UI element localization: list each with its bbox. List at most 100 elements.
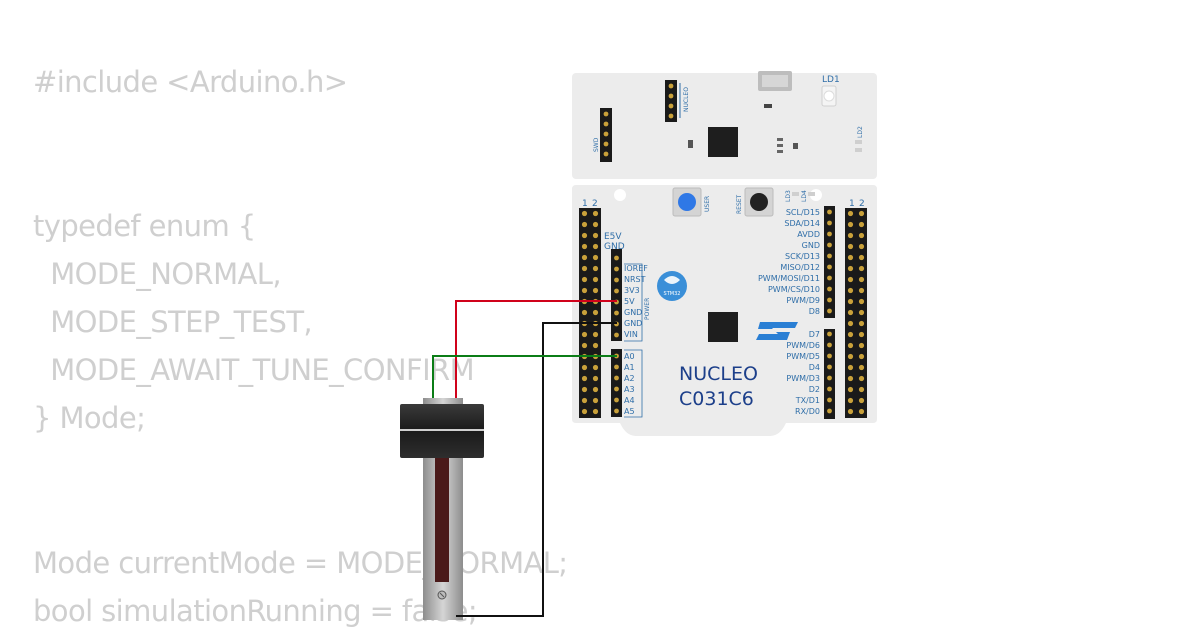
header-pin[interactable] xyxy=(592,364,599,371)
header-pin[interactable] xyxy=(847,232,854,239)
header-pin[interactable] xyxy=(847,375,854,382)
header-pin[interactable] xyxy=(827,264,832,270)
header-pin[interactable] xyxy=(614,288,619,294)
header-pin[interactable] xyxy=(827,242,832,248)
header-pin[interactable] xyxy=(858,331,865,338)
header-pin[interactable] xyxy=(858,364,865,371)
header-pin[interactable] xyxy=(858,210,865,217)
header-pin[interactable] xyxy=(858,243,865,250)
header-pin[interactable] xyxy=(592,221,599,228)
header-pin[interactable] xyxy=(581,364,588,371)
header-pin[interactable] xyxy=(827,253,832,259)
header-pin[interactable] xyxy=(827,308,832,314)
header-pin[interactable] xyxy=(858,375,865,382)
header-pin[interactable] xyxy=(847,386,854,393)
header-pin[interactable] xyxy=(614,277,619,283)
digital-header-bottom[interactable] xyxy=(824,329,835,419)
header-pin[interactable] xyxy=(847,287,854,294)
analog-header[interactable] xyxy=(611,349,622,417)
header-pin[interactable] xyxy=(858,320,865,327)
header-pin[interactable] xyxy=(858,221,865,228)
header-pin[interactable] xyxy=(614,375,619,381)
power-header[interactable] xyxy=(611,249,622,341)
header-pin[interactable] xyxy=(592,408,599,415)
header-pin[interactable] xyxy=(581,342,588,349)
header-pin[interactable] xyxy=(581,243,588,250)
header-pin[interactable] xyxy=(858,309,865,316)
wires[interactable] xyxy=(432,300,617,617)
header-pin[interactable] xyxy=(592,375,599,382)
header-pin[interactable] xyxy=(858,342,865,349)
header-pin[interactable] xyxy=(614,397,619,403)
header-pin[interactable] xyxy=(858,287,865,294)
header-pin[interactable] xyxy=(827,397,832,403)
slide-potentiometer[interactable] xyxy=(400,398,484,620)
header-pin[interactable] xyxy=(614,386,619,392)
header-pin[interactable] xyxy=(827,209,832,215)
header-pin[interactable] xyxy=(581,221,588,228)
header-pin[interactable] xyxy=(581,232,588,239)
header-pin[interactable] xyxy=(614,408,619,414)
header-pin[interactable] xyxy=(592,397,599,404)
header-pin[interactable] xyxy=(827,231,832,237)
header-pin[interactable] xyxy=(858,276,865,283)
wire-a0[interactable] xyxy=(432,355,617,398)
header-pin[interactable] xyxy=(581,210,588,217)
header-pin[interactable] xyxy=(827,275,832,281)
header-pin[interactable] xyxy=(614,310,619,316)
header-pin[interactable] xyxy=(827,342,832,348)
header-pin[interactable] xyxy=(581,397,588,404)
header-pin[interactable] xyxy=(827,364,832,370)
header-pin[interactable] xyxy=(827,408,832,414)
header-pin[interactable] xyxy=(847,342,854,349)
morpho-header-right[interactable] xyxy=(845,208,867,418)
header-pin[interactable] xyxy=(581,309,588,316)
header-pin[interactable] xyxy=(827,331,832,337)
header-pin[interactable] xyxy=(847,210,854,217)
header-pin[interactable] xyxy=(581,408,588,415)
header-pin[interactable] xyxy=(592,276,599,283)
header-pin[interactable] xyxy=(827,286,832,292)
header-pin[interactable] xyxy=(581,265,588,272)
header-pin[interactable] xyxy=(592,342,599,349)
header-pin[interactable] xyxy=(592,210,599,217)
header-pin[interactable] xyxy=(858,254,865,261)
header-pin[interactable] xyxy=(858,265,865,272)
header-pin[interactable] xyxy=(827,220,832,226)
header-pin[interactable] xyxy=(827,353,832,359)
digital-header-top[interactable] xyxy=(824,206,835,318)
header-pin[interactable] xyxy=(581,375,588,382)
header-pin[interactable] xyxy=(847,408,854,415)
header-pin[interactable] xyxy=(614,364,619,370)
header-pin[interactable] xyxy=(847,331,854,338)
header-pin[interactable] xyxy=(847,353,854,360)
header-pin[interactable] xyxy=(581,386,588,393)
header-pin[interactable] xyxy=(827,386,832,392)
header-pin[interactable] xyxy=(827,375,832,381)
morpho-header-left[interactable] xyxy=(579,208,601,418)
header-pin[interactable] xyxy=(858,408,865,415)
header-pin[interactable] xyxy=(592,243,599,250)
header-pin[interactable] xyxy=(847,276,854,283)
header-pin[interactable] xyxy=(614,255,619,261)
header-pin[interactable] xyxy=(847,265,854,272)
header-pin[interactable] xyxy=(581,254,588,261)
header-pin[interactable] xyxy=(614,332,619,338)
header-pin[interactable] xyxy=(614,266,619,272)
header-pin[interactable] xyxy=(847,221,854,228)
header-pin[interactable] xyxy=(847,320,854,327)
header-pin[interactable] xyxy=(592,331,599,338)
header-pin[interactable] xyxy=(858,386,865,393)
nucleo-board[interactable]: LD1 LD2 SWD NUCLEO USER xyxy=(572,71,877,436)
header-pin[interactable] xyxy=(847,364,854,371)
header-pin[interactable] xyxy=(592,287,599,294)
header-pin[interactable] xyxy=(847,397,854,404)
header-pin[interactable] xyxy=(858,353,865,360)
header-pin[interactable] xyxy=(581,287,588,294)
header-pin[interactable] xyxy=(847,254,854,261)
header-pin[interactable] xyxy=(592,386,599,393)
header-pin[interactable] xyxy=(858,298,865,305)
header-pin[interactable] xyxy=(592,309,599,316)
header-pin[interactable] xyxy=(592,254,599,261)
